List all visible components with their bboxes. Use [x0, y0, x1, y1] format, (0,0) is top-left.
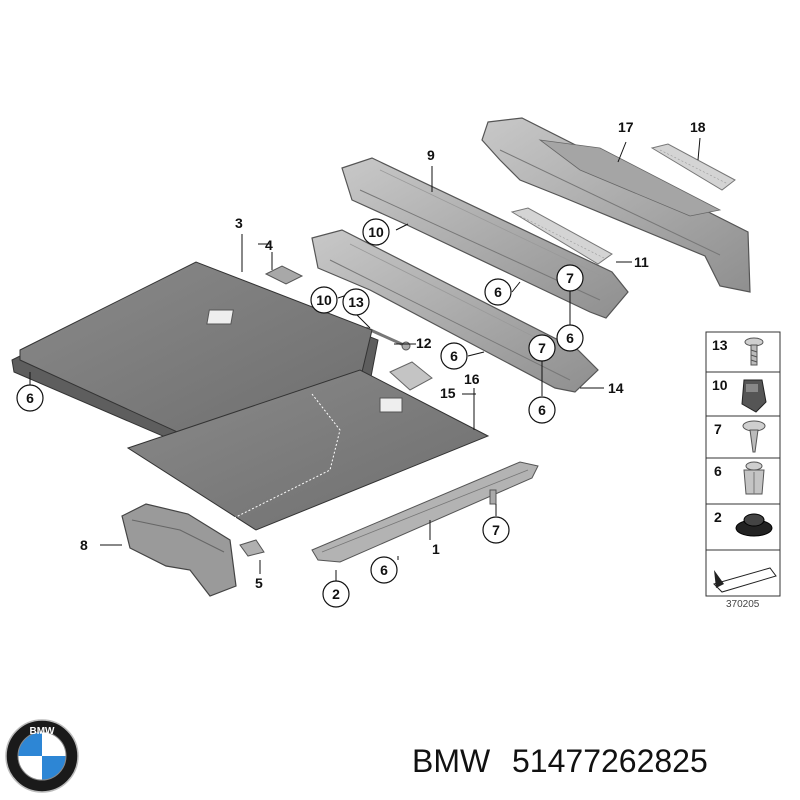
callout-6-upper-right: 6	[566, 330, 574, 346]
clip-icon	[741, 379, 767, 413]
callout-4: 4	[265, 237, 273, 253]
legend-label-2: 2	[714, 509, 722, 525]
fastener-legend: 13 10 7 6 2	[705, 331, 781, 597]
callout-14: 14	[608, 380, 624, 396]
circled-callouts	[16, 218, 584, 608]
part-8-storage-box	[121, 503, 237, 597]
callout-10-lower: 10	[316, 292, 332, 308]
legend-label-7: 7	[714, 421, 722, 437]
callout-18: 18	[690, 119, 706, 135]
callout-12: 12	[416, 335, 432, 351]
part-11-pad	[510, 207, 613, 265]
part-number: 51477262825	[512, 743, 708, 779]
callout-6-lower-right: 6	[538, 402, 546, 418]
callout-8: 8	[80, 537, 88, 553]
callout-7-middle: 7	[538, 340, 546, 356]
callout-6-bottom: 6	[380, 562, 388, 578]
callout-9: 9	[427, 147, 435, 163]
part-5-clip	[239, 539, 265, 557]
legend-label-10: 10	[712, 377, 728, 393]
bmw-logo-letters: BMW	[30, 726, 56, 737]
callout-6-upper: 6	[494, 284, 502, 300]
callout-13: 13	[348, 294, 364, 310]
callout-7-upper: 7	[566, 270, 574, 286]
bmw-logo-icon: BMW	[5, 719, 79, 793]
callout-15: 15	[440, 385, 456, 401]
callout-7-bottom: 7	[492, 522, 500, 538]
callout-6-left: 6	[26, 390, 34, 406]
screw-icon	[744, 337, 764, 366]
screw-icon-7	[742, 420, 766, 453]
part-15-cover	[389, 361, 433, 391]
callout-6-middle: 6	[450, 348, 458, 364]
callout-3: 3	[235, 215, 243, 231]
legend-label-6: 6	[714, 463, 722, 479]
callout-5: 5	[255, 575, 263, 591]
part-18-pad	[650, 143, 736, 191]
part-14-sill-trim	[311, 229, 599, 393]
callout-1: 1	[432, 541, 440, 557]
legend-label-13: 13	[712, 337, 728, 353]
part-17-rear-trim	[481, 117, 751, 293]
callout-17: 17	[618, 119, 634, 135]
grommet-icon	[735, 513, 773, 537]
part-1-rail	[311, 461, 539, 563]
part-16-floor-panel	[126, 369, 490, 531]
callout-11: 11	[634, 254, 649, 270]
leader-lines	[29, 137, 701, 584]
callout-10-upper: 10	[368, 224, 384, 240]
callout-16: 16	[464, 371, 480, 387]
expanding-clip-icon	[743, 461, 765, 495]
brand-name: BMW	[412, 743, 491, 779]
callout-2: 2	[332, 586, 340, 602]
wedge-arrow-icon	[713, 567, 777, 593]
part-4-handle	[264, 265, 304, 285]
diagram-number: 370205	[726, 599, 760, 610]
